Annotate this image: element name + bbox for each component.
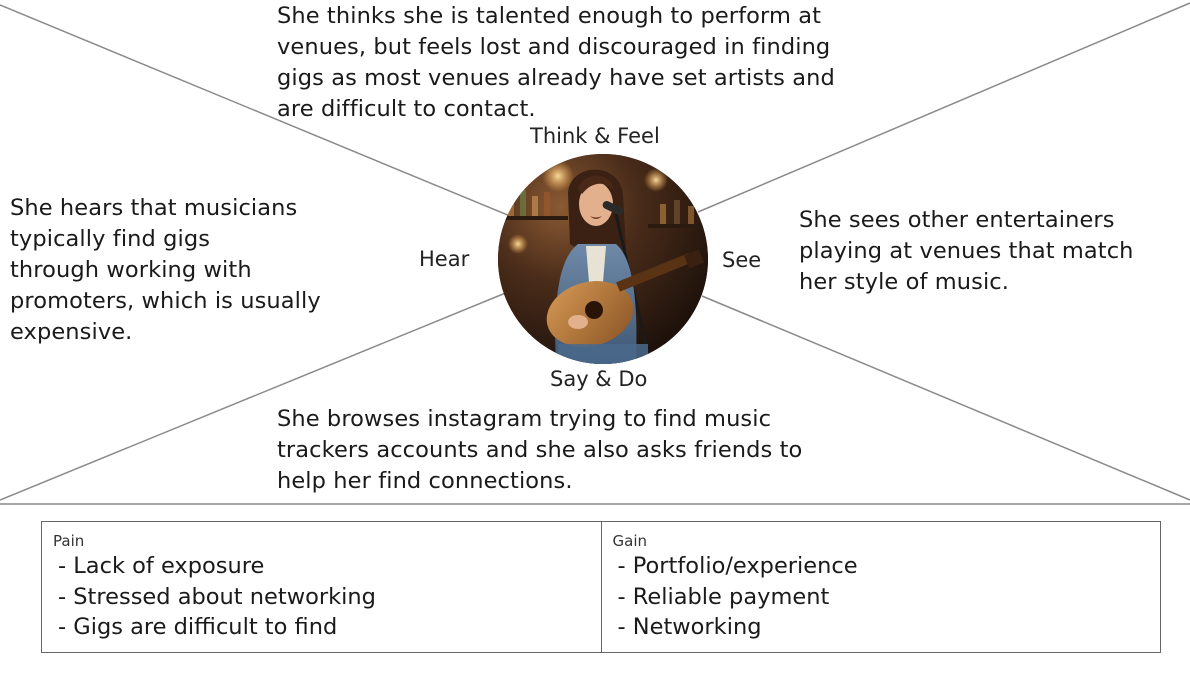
think-feel-label: Think & Feel (530, 124, 660, 148)
pain-list: - Lack of exposure - Stressed about netw… (53, 551, 601, 643)
see-label: See (722, 248, 762, 272)
say-do-line: She browses instagram trying to find mus… (277, 406, 772, 432)
say-do-text: She browses instagram trying to find mus… (277, 404, 802, 497)
divider-line-bottom-left (0, 291, 509, 501)
gain-column: Gain - Portfolio/experience - Reliable p… (600, 522, 1161, 652)
face (579, 182, 613, 226)
microphone (602, 201, 624, 215)
bottle (660, 204, 666, 224)
persona-photo (498, 154, 708, 364)
see-line: her style of music. (799, 269, 1010, 295)
gain-item: - Reliable payment (617, 583, 830, 610)
hair-front (578, 175, 614, 194)
see-line: playing at venues that match (799, 238, 1134, 264)
gain-title: Gain (612, 532, 648, 550)
hear-line: promoters, which is usually (10, 288, 321, 314)
gain-item: - Networking (617, 614, 762, 640)
gain-list: - Portfolio/experience - Reliable paymen… (613, 551, 1161, 643)
divider-line-top-right (697, 2, 1190, 213)
bar-light (644, 168, 668, 192)
bar-shelf (498, 216, 568, 220)
gain-item: - Portfolio/experience (617, 553, 858, 579)
pain-item: - Stressed about networking (58, 583, 376, 610)
pain-column: Pain - Lack of exposure - Stressed about… (42, 522, 601, 652)
divider-line-top-left (0, 4, 511, 217)
hear-line: typically find gigs (10, 226, 211, 252)
bar-shelf (648, 224, 708, 228)
divider-line-bottom-right (701, 295, 1190, 501)
hear-text: She hears that musicians typically find … (10, 193, 321, 348)
think-feel-line: venues, but feels lost and discouraged i… (277, 34, 831, 60)
hear-label: Hear (419, 247, 470, 271)
think-feel-line: gigs as most venues already have set art… (277, 65, 835, 91)
say-do-line: trackers accounts and she also asks frie… (277, 437, 803, 463)
bottle (532, 196, 538, 216)
see-text: She sees other entertainers playing at v… (799, 205, 1134, 298)
pain-gain-table: Pain - Lack of exposure - Stressed about… (41, 521, 1161, 653)
bottle (544, 192, 550, 216)
think-feel-text: She thinks she is talented enough to per… (277, 1, 835, 125)
pain-item: - Lack of exposure (58, 553, 265, 579)
guitar (546, 249, 705, 347)
bar-light (508, 234, 528, 254)
mouth (590, 216, 602, 219)
think-feel-line: are difficult to contact. (277, 96, 536, 122)
say-do-label: Say & Do (550, 367, 648, 391)
pain-title: Pain (53, 532, 85, 550)
hear-line: through working with (10, 257, 252, 283)
bottle (520, 190, 526, 216)
jeans (558, 344, 648, 364)
think-feel-line: She thinks she is talented enough to per… (277, 3, 822, 29)
pain-item: - Gigs are difficult to find (58, 614, 338, 640)
bar-light (542, 160, 574, 192)
hand (568, 315, 588, 329)
bottle (674, 200, 680, 224)
hear-line: She hears that musicians (10, 195, 298, 221)
see-line: She sees other entertainers (799, 207, 1115, 233)
woman-singing-with-guitar-image (498, 154, 708, 364)
say-do-line: help her find connections. (277, 468, 573, 494)
bottle (688, 206, 694, 224)
hear-line: expensive. (10, 319, 133, 345)
